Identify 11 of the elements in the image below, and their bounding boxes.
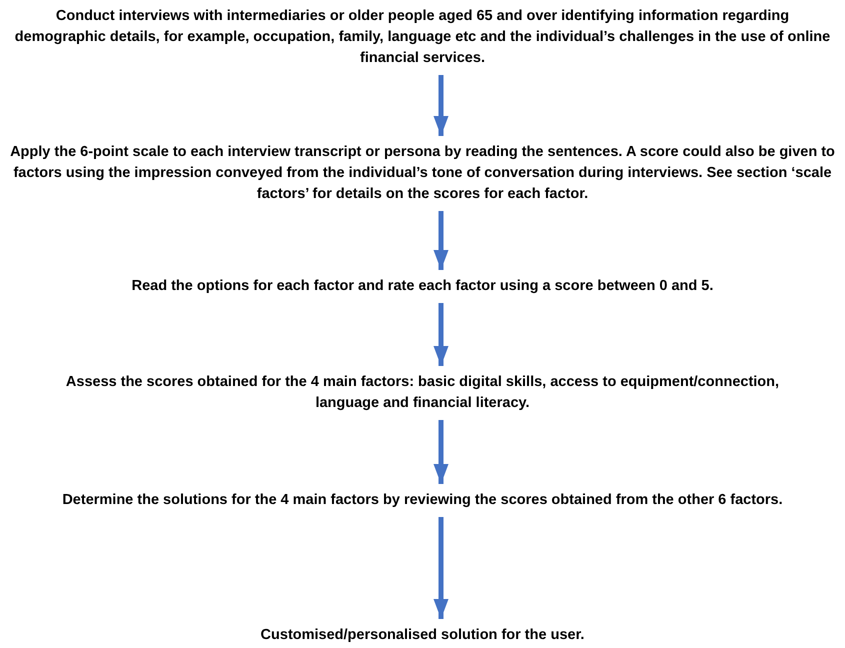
- arrow: [434, 211, 448, 270]
- arrow: [434, 420, 448, 484]
- arrow: [434, 75, 448, 136]
- step-text: Apply the 6-point scale to each interview transcript or persona by reading the sentences. A score could also be given to factors using the impression conveyed from the individual’s tone of conversation during interviews. See section ‘scale factors’ for details on the scores for each factor.: [9, 143, 836, 204]
- arrow: [434, 517, 448, 619]
- arrow: [434, 303, 448, 366]
- step-text: Read the options for each factor and rate each factor using a score between 0 and 5.: [130, 277, 714, 296]
- step-text: Customised/personalised solution for the user.: [260, 626, 586, 645]
- step-text: Conduct interviews with intermediaries or older people aged 65 and over identifying information regarding demographic details, for example, occupation, family, language etc and the individual’s challenges in the use of online financial services.: [14, 7, 832, 68]
- step-text: Assess the scores obtained for the 4 main factors: basic digital skills, access to equipment/connection, language and financial literacy.: [64, 373, 780, 413]
- step-text: Determine the solutions for the 4 main factors by reviewing the scores obtained from the other 6 factors.: [61, 491, 784, 510]
